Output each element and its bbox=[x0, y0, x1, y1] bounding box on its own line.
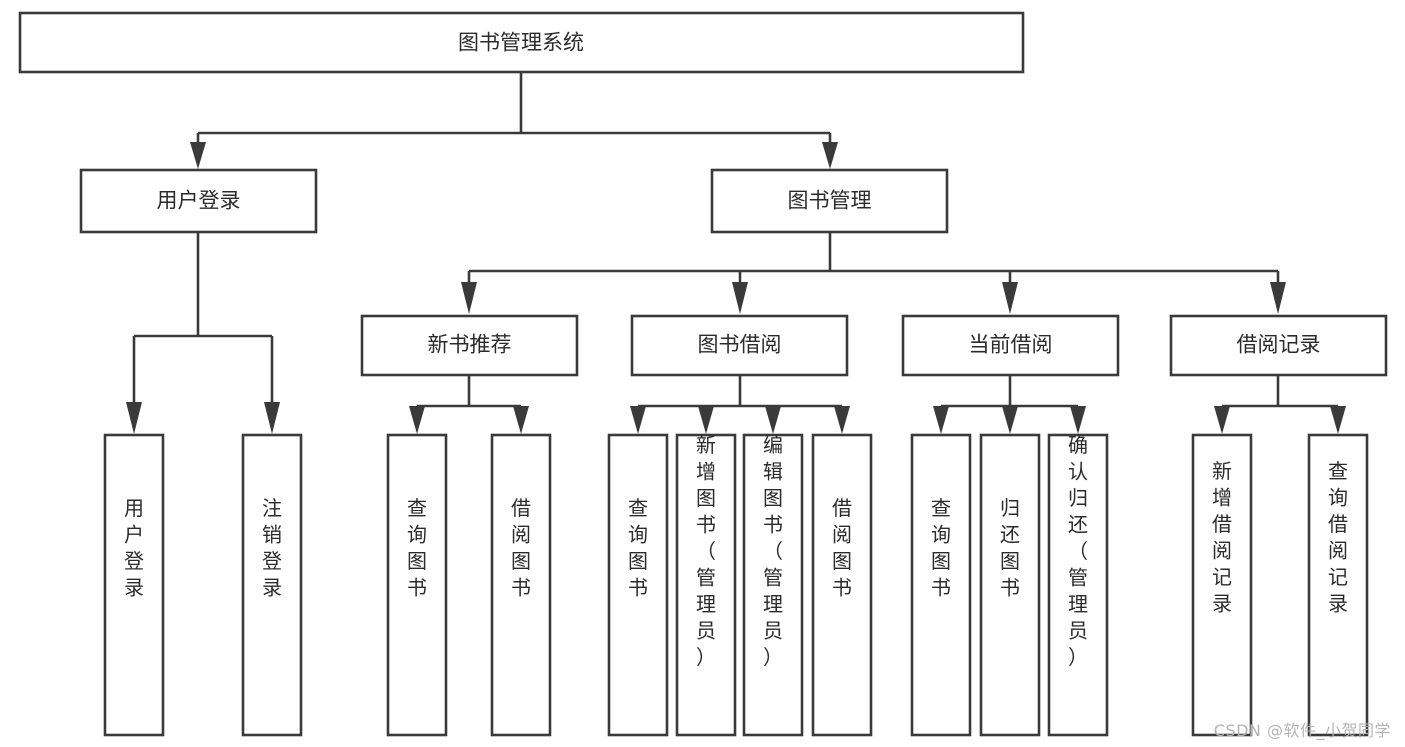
node-current-borrow-label: 当前借阅 bbox=[969, 333, 1053, 357]
node-leaf-add-record-box[interactable] bbox=[1191, 433, 1253, 737]
arrow-head-borrow-record bbox=[1270, 282, 1286, 314]
node-book-borrow-box[interactable] bbox=[630, 314, 849, 377]
node-book-borrow[interactable]: 图书借阅 bbox=[630, 314, 849, 377]
arrow-head-leaf-query-book-2 bbox=[630, 406, 646, 434]
node-book-management[interactable]: 图书管理 bbox=[710, 168, 949, 234]
node-leaf-query-book-1-label: 查询图书 bbox=[407, 496, 427, 600]
node-user-login-box[interactable] bbox=[79, 168, 318, 234]
node-leaf-query-book-2-box[interactable] bbox=[607, 433, 669, 737]
arrow-head-leaf-user-login bbox=[126, 402, 142, 434]
arrow-head-leaf-borrow-book-2 bbox=[834, 406, 850, 434]
node-leaf-logout-login-label: 注销登录 bbox=[262, 496, 282, 600]
node-leaf-user-login[interactable]: 用户登录 bbox=[103, 433, 165, 737]
node-leaf-query-record-label: 查询借阅记录 bbox=[1328, 459, 1348, 616]
node-leaf-borrow-book-1-label: 借阅图书 bbox=[511, 496, 531, 600]
node-leaf-query-book-3[interactable]: 查询图书 bbox=[910, 433, 972, 737]
node-leaf-query-book-2[interactable]: 查询图书 bbox=[607, 433, 669, 737]
node-leaf-logout-login[interactable]: 注销登录 bbox=[241, 433, 303, 737]
connector-group-root bbox=[190, 72, 838, 169]
node-book-management-box[interactable] bbox=[710, 168, 949, 234]
node-leaf-add-record[interactable]: 新增借阅记录 bbox=[1191, 433, 1253, 737]
arrow-head-current-borrow bbox=[1002, 282, 1018, 314]
node-leaf-borrow-book-1[interactable]: 借阅图书 bbox=[490, 433, 552, 737]
node-leaf-return-book-box[interactable] bbox=[979, 433, 1041, 737]
arrow-head-user-login bbox=[190, 142, 206, 169]
node-leaf-return-book-label: 归还图书 bbox=[1000, 496, 1020, 600]
arrow-head-new-book-recommend bbox=[461, 282, 477, 314]
node-leaf-borrow-book-2[interactable]: 借阅图书 bbox=[811, 433, 873, 737]
node-leaf-return-book[interactable]: 归还图书 bbox=[979, 433, 1041, 737]
node-leaf-add-record-label: 新增借阅记录 bbox=[1212, 459, 1232, 616]
node-root-system[interactable]: 图书管理系统 bbox=[18, 11, 1025, 74]
node-leaf-edit-book-box[interactable] bbox=[742, 433, 804, 737]
arrow-head-leaf-query-book-3 bbox=[933, 406, 949, 434]
arrow-head-leaf-edit-book bbox=[765, 406, 781, 434]
node-leaf-query-record-box[interactable] bbox=[1307, 433, 1369, 737]
node-borrow-record[interactable]: 借阅记录 bbox=[1169, 314, 1388, 377]
node-leaf-confirm-return[interactable]: 确认归还（管理员） bbox=[1047, 433, 1109, 737]
node-new-book-recommend-box[interactable] bbox=[360, 314, 579, 377]
arrow-head-leaf-query-record bbox=[1330, 406, 1346, 434]
node-leaf-query-book-3-label: 查询图书 bbox=[931, 496, 951, 600]
node-leaf-confirm-return-box[interactable] bbox=[1047, 433, 1109, 737]
arrow-head-leaf-add-record bbox=[1214, 406, 1230, 434]
arrow-head-leaf-return-book bbox=[1002, 406, 1018, 434]
node-leaf-user-login-label: 用户登录 bbox=[124, 496, 144, 600]
node-user-login[interactable]: 用户登录 bbox=[79, 168, 318, 234]
node-leaf-query-book-3-box[interactable] bbox=[910, 433, 972, 737]
connector-group-user-login bbox=[126, 232, 280, 434]
node-leaf-logout-login-box[interactable] bbox=[241, 433, 303, 737]
node-leaf-add-book[interactable]: 新增图书（管理员） bbox=[675, 433, 737, 737]
arrow-head-leaf-query-book-1 bbox=[409, 406, 425, 434]
node-leaf-add-book-label: 新增图书（管理员） bbox=[696, 433, 716, 669]
arrow-head-leaf-add-book bbox=[698, 406, 714, 434]
csdn-watermark: CSDN @软件_小贺同学 bbox=[1213, 721, 1391, 740]
node-new-book-recommend-label: 新书推荐 bbox=[428, 333, 512, 357]
node-leaf-confirm-return-label: 确认归还（管理员） bbox=[1068, 433, 1088, 669]
arrow-head-book-borrow bbox=[732, 282, 748, 314]
node-borrow-record-label: 借阅记录 bbox=[1237, 333, 1321, 357]
node-borrow-record-box[interactable] bbox=[1169, 314, 1388, 377]
node-leaf-query-record[interactable]: 查询借阅记录 bbox=[1307, 433, 1369, 737]
node-root-system-box[interactable] bbox=[18, 11, 1025, 74]
connector-group-new-book-recommend bbox=[409, 375, 529, 434]
arrow-head-leaf-confirm-return bbox=[1070, 406, 1086, 434]
node-leaf-edit-book[interactable]: 编辑图书（管理员） bbox=[742, 433, 804, 737]
arrow-head-leaf-logout-login bbox=[264, 402, 280, 434]
node-user-login-label: 用户登录 bbox=[157, 189, 241, 213]
node-book-management-label: 图书管理 bbox=[788, 189, 872, 213]
connector-group-borrow-record bbox=[1214, 375, 1346, 434]
node-root-system-label: 图书管理系统 bbox=[458, 31, 584, 55]
node-new-book-recommend[interactable]: 新书推荐 bbox=[360, 314, 579, 377]
node-leaf-query-book-2-label: 查询图书 bbox=[628, 496, 648, 600]
arrow-head-leaf-borrow-book-1 bbox=[513, 406, 529, 434]
node-leaf-borrow-book-2-box[interactable] bbox=[811, 433, 873, 737]
node-current-borrow[interactable]: 当前借阅 bbox=[901, 314, 1120, 377]
connector-group-current-borrow bbox=[933, 375, 1086, 434]
node-leaf-query-book-1[interactable]: 查询图书 bbox=[386, 433, 448, 737]
node-leaf-user-login-box[interactable] bbox=[103, 433, 165, 737]
node-current-borrow-box[interactable] bbox=[901, 314, 1120, 377]
node-leaf-query-book-1-box[interactable] bbox=[386, 433, 448, 737]
connector-group-book-management bbox=[461, 232, 1286, 314]
arrow-head-book-management bbox=[822, 142, 838, 169]
connector-group-book-borrow bbox=[630, 375, 850, 434]
node-leaf-add-book-box[interactable] bbox=[675, 433, 737, 737]
node-leaf-borrow-book-1-box[interactable] bbox=[490, 433, 552, 737]
node-book-borrow-label: 图书借阅 bbox=[698, 333, 782, 357]
node-leaf-edit-book-label: 编辑图书（管理员） bbox=[763, 433, 783, 669]
node-leaf-borrow-book-2-label: 借阅图书 bbox=[832, 496, 852, 600]
